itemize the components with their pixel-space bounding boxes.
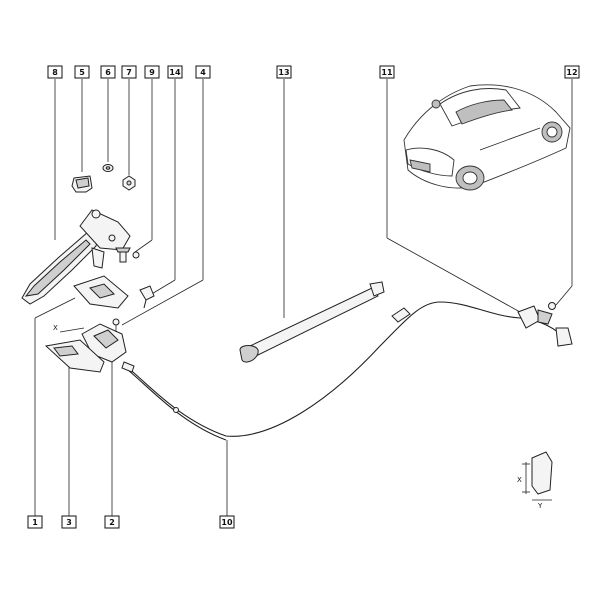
callout-13: 13: [276, 65, 292, 79]
connector-part-11: [517, 305, 553, 329]
car-illustration: [403, 84, 571, 191]
callout-3: 3: [61, 515, 77, 529]
nut-part-7: [122, 175, 136, 191]
rod-part-13: [239, 281, 385, 363]
callout-label: 13: [278, 68, 289, 77]
mounting-plate: [73, 275, 129, 309]
screw-part-14: [139, 285, 155, 309]
callout-6: 6: [100, 65, 116, 79]
callout-label: 4: [200, 68, 206, 77]
callout-label: 12: [566, 68, 577, 77]
callout-11: 11: [379, 65, 395, 79]
callout-9: 9: [144, 65, 160, 79]
callout-label: 7: [126, 68, 132, 77]
callout-12: 12: [564, 65, 580, 79]
callout-14: 14: [167, 65, 183, 79]
bracket-part-3: [44, 327, 105, 373]
callout-label: 11: [381, 68, 393, 77]
callout-label: 9: [149, 68, 155, 77]
callout-label: 6: [105, 68, 111, 77]
callout-4: 4: [195, 65, 211, 79]
callout-1: 1: [27, 515, 43, 529]
callout-label: 10: [221, 518, 233, 527]
callout-label: 8: [52, 68, 58, 77]
leader-lines: [34, 79, 573, 516]
inset-detail: [522, 451, 553, 501]
callout-5: 5: [74, 65, 90, 79]
lever-assembly-part-8: [21, 209, 131, 305]
callout-2: 2: [104, 515, 120, 529]
callout-label: 5: [79, 68, 85, 77]
fastener-part-12: [548, 302, 573, 347]
callout-10: 10: [219, 515, 235, 529]
callout-label: 1: [32, 518, 38, 527]
cable-part-10: [121, 301, 567, 441]
callout-8: 8: [47, 65, 63, 79]
callout-label: 3: [66, 518, 72, 527]
dimension-x-left: X: [53, 324, 58, 332]
washer-part-6: [102, 164, 114, 172]
callout-label: 2: [109, 518, 115, 527]
clip-part-5: [71, 175, 93, 193]
dimension-y-inset: Y: [537, 502, 543, 510]
callout-label: 14: [169, 68, 181, 77]
bolt-part-9: [115, 247, 140, 263]
dimension-x-inset: X: [517, 476, 522, 484]
callout-7: 7: [121, 65, 137, 79]
